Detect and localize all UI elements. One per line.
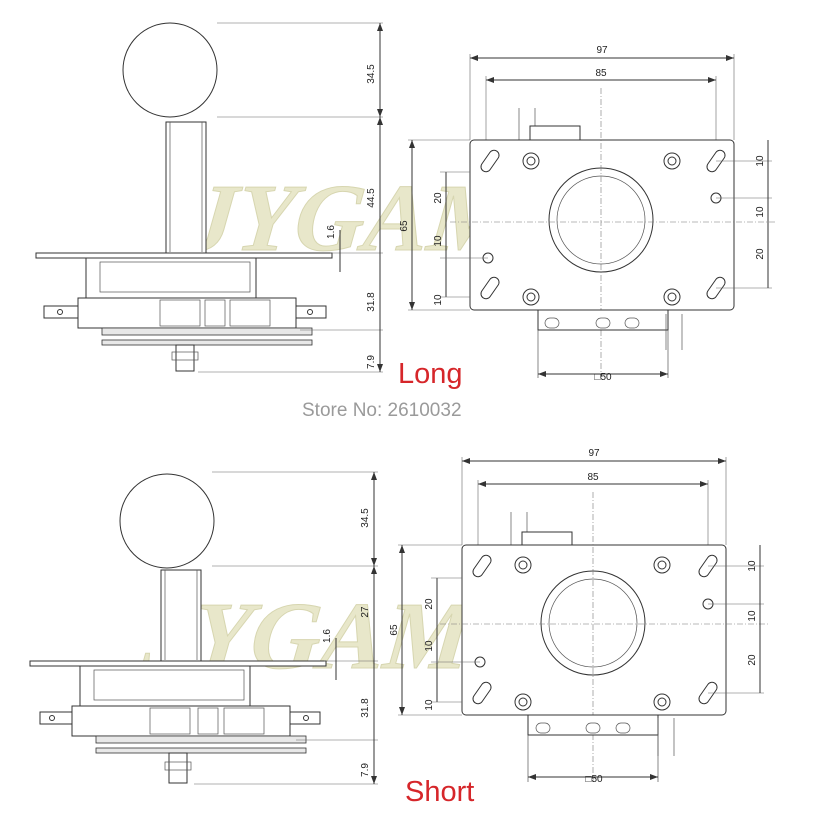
shaft-short [160,569,202,663]
short-plan-dim-left-20: 20 [424,598,435,610]
variant-label-short: Short [405,776,474,808]
microswitch-block [77,297,297,329]
store-number-label: Store No: 2610032 [302,400,462,421]
mount-plate [35,252,333,259]
short-dim-shaft: 27 [360,606,371,618]
long-dim-shaft: 44.5 [366,188,377,208]
short-dim-base: 7.9 [360,763,371,777]
long-dim-ball: 34.5 [366,64,377,84]
short-plan-dim-65: 65 [389,624,400,636]
short-plan-dim-left-10b: 10 [424,699,435,711]
long-plan-dim-square: □50 [594,372,612,383]
short-side-view: 34.5 27 1.6 31.8 7.9 [29,471,378,785]
ball-bottom [119,473,215,569]
short-dim-ball: 34.5 [360,508,371,528]
long-plan-dim-left-10b: 10 [433,294,444,306]
variant-label-long: Long [398,358,463,390]
long-plan-dim-65: 65 [399,220,410,232]
long-side-view: 34.5 44.5 1.6 31.8 7.9 [35,22,383,373]
ball-top [122,22,218,118]
long-plan-dim-right-10b: 10 [755,206,766,218]
long-plan-dim-97: 97 [596,45,608,56]
long-dim-plate: 1.6 [326,225,337,239]
long-dim-base: 7.9 [366,355,377,369]
short-dim-body: 31.8 [360,698,371,718]
short-plan-dim-97: 97 [588,448,600,459]
body-housing [85,257,257,299]
short-plan-dim-left-10a: 10 [424,640,435,652]
long-plan-dim-left-20: 20 [433,192,444,204]
short-plan-dim-square: □50 [585,774,603,785]
short-plan-dim-85: 85 [587,472,599,483]
mount-plate-short [29,660,327,667]
long-plan-dim-85: 85 [595,68,607,79]
shaft [165,121,207,255]
short-plan-view: 97 85 □50 [389,448,768,785]
short-plan-dim-right-20: 20 [747,654,758,666]
short-dim-plate: 1.6 [322,629,333,643]
long-plan-dim-right-20: 20 [755,248,766,260]
long-plan-dim-right-10a: 10 [755,155,766,167]
long-plan-dim-left-10a: 10 [433,235,444,247]
short-plan-dim-right-10a: 10 [747,560,758,572]
long-dim-body: 31.8 [366,292,377,312]
long-plan-view: 97 85 [399,45,775,383]
short-plan-dim-right-10b: 10 [747,610,758,622]
